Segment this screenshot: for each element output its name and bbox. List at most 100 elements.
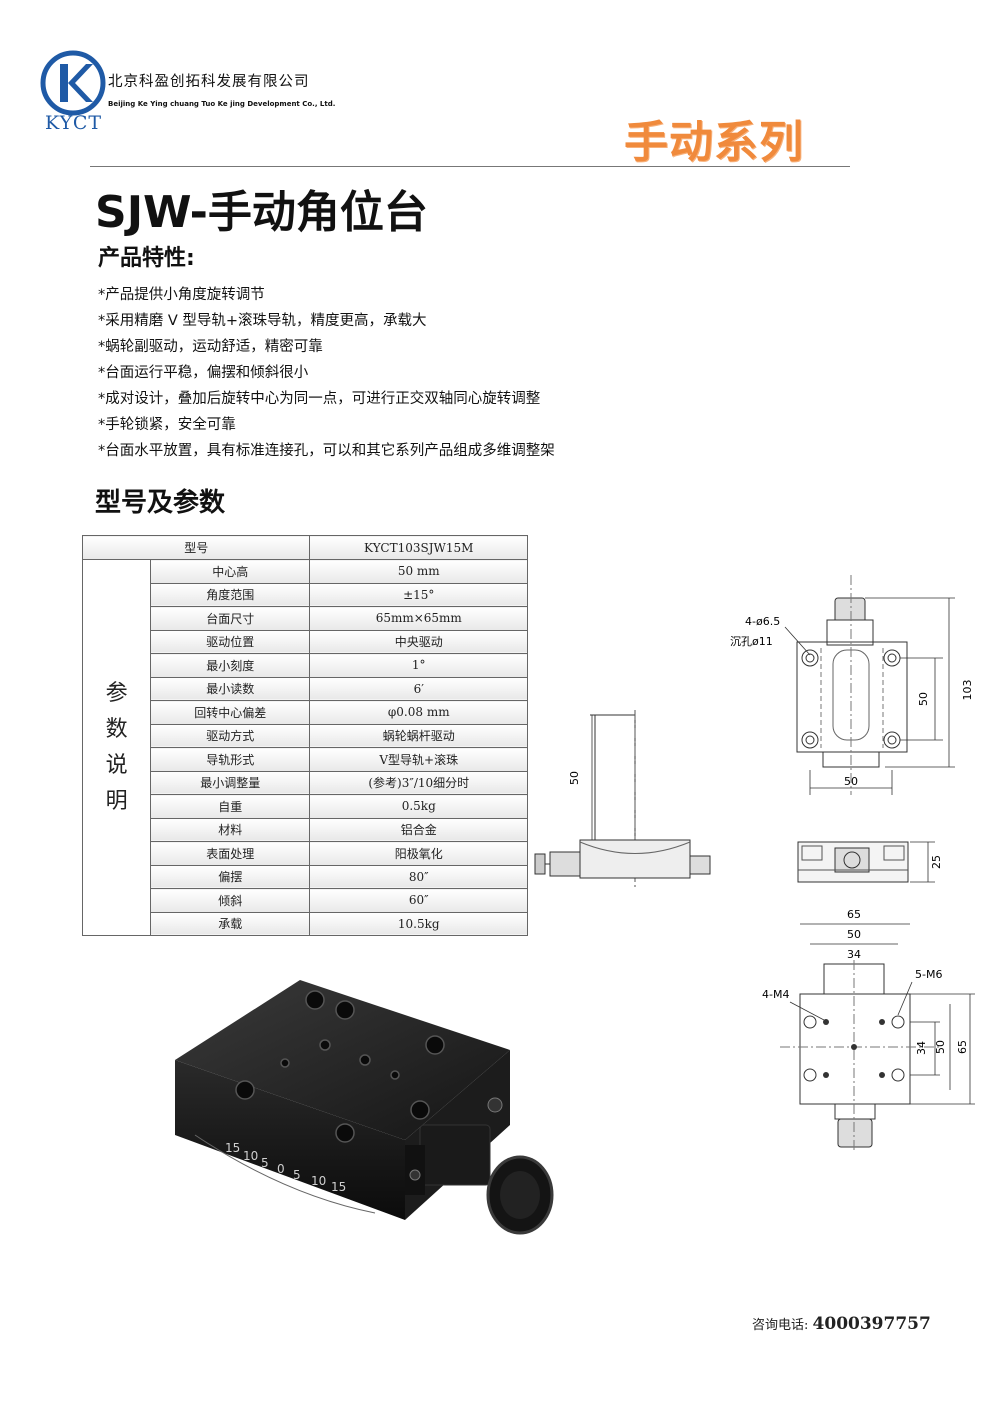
param-name: 最小读数 — [150, 676, 311, 701]
table-row: 最小调整量(参考)3″/10细分时 — [83, 770, 528, 795]
bottom-view-drawing: 65 50 34 5-M6 4-M4 34 50 65 — [762, 908, 975, 1152]
param-name: 偏摆 — [150, 864, 311, 889]
bottom-dim-34: 34 — [847, 948, 861, 961]
scale-label: 10 — [311, 1174, 326, 1188]
param-name: 导轨形式 — [150, 747, 311, 772]
param-name: 中心高 — [150, 559, 311, 584]
param-value: 65mm×65mm — [309, 606, 528, 631]
top-dim-outer: 103 — [961, 680, 974, 701]
param-name: 材料 — [150, 817, 311, 842]
param-value: 阳极氧化 — [309, 841, 528, 866]
product-photo: 15 10 5 0 5 10 15 — [175, 980, 554, 1235]
param-name: 驱动位置 — [150, 629, 311, 654]
front-dim-height: 25 — [930, 855, 943, 869]
logo-text: KYCT — [45, 112, 103, 134]
side-label: 参 数 说 明 — [81, 559, 152, 936]
contact-phone: 咨询电话: 4000397757 — [752, 1314, 931, 1334]
table-row: 驱动方式蜗轮蜗杆驱动 — [83, 723, 528, 748]
param-value: 50 mm — [309, 559, 528, 584]
param-value: 蜗轮蜗杆驱动 — [309, 723, 528, 748]
param-value: 60″ — [309, 888, 528, 913]
bottom-dim-65: 65 — [847, 908, 861, 921]
table-row: 参 数 说 明 中心高 50 mm — [81, 559, 528, 936]
param-value: 80″ — [309, 864, 528, 889]
top-dim-inner: 50 — [917, 692, 930, 706]
table-row: 材料铝合金 — [83, 817, 528, 842]
param-name: 台面尺寸 — [150, 606, 311, 631]
param-value: V型导轨+滚珠 — [309, 747, 528, 772]
feature-list: *产品提供小角度旋转调节 *采用精磨 V 型导轨+滚珠导轨，精度更高，承载大 *… — [98, 282, 555, 464]
series-title: 手动系列 — [624, 117, 804, 168]
header-divider — [90, 166, 850, 167]
param-name: 最小调整量 — [150, 770, 311, 795]
scale-label: 5 — [293, 1168, 301, 1182]
param-name: 回转中心偏差 — [150, 700, 311, 725]
params-heading: 型号及参数 — [95, 488, 226, 518]
param-value: (参考)3″/10细分时 — [309, 770, 528, 795]
side-view-drawing: 50 — [534, 710, 711, 890]
param-value: φ0.08 mm — [309, 700, 528, 725]
bottom-dim-50: 50 — [847, 928, 861, 941]
feature-item: *手轮锁紧，安全可靠 — [98, 417, 236, 433]
hole-label-2: 沉孔ø11 — [730, 635, 773, 648]
company-name-cn: 北京科盈创拓科发展有限公司 — [108, 74, 310, 90]
param-value: 0.5kg — [309, 794, 528, 819]
feature-item: *采用精磨 V 型导轨+滚珠导轨，精度更高，承载大 — [98, 313, 427, 329]
param-value: 10.5kg — [309, 911, 528, 936]
page-title: SJW-手动角位台 — [95, 187, 428, 238]
feature-item: *成对设计，叠加后旋转中心为同一点，可进行正交双轴同心旋转调整 — [98, 391, 541, 407]
feature-item: *产品提供小角度旋转调节 — [98, 287, 265, 303]
scale-label: 15 — [331, 1180, 346, 1194]
hole-label-1: 4-ø6.5 — [745, 615, 780, 628]
param-value: ±15° — [309, 582, 528, 607]
param-value: 铝合金 — [309, 817, 528, 842]
top-dim-width: 50 — [844, 775, 858, 788]
feature-item: *台面水平放置，具有标准连接孔，可以和其它系列产品组成多维调整架 — [98, 443, 555, 459]
table-header-label: 型号 — [81, 535, 311, 560]
table-header-value: KYCT103SJW15M — [309, 535, 528, 560]
table-header-row: 型号 KYCT103SJW15M — [81, 535, 528, 560]
front-view-drawing: 25 — [797, 841, 943, 883]
kyct-logo-icon — [40, 50, 106, 116]
company-name-en: Beijing Ke Ying chuang Tuo Ke jing Devel… — [108, 100, 336, 108]
param-name: 角度范围 — [150, 582, 311, 607]
param-name: 最小刻度 — [150, 653, 311, 678]
scale-label: 10 — [243, 1149, 258, 1163]
table-row: 角度范围±15° — [83, 582, 528, 607]
param-value: 中央驱动 — [309, 629, 528, 654]
feature-item: *蜗轮副驱动，运动舒适，精密可靠 — [98, 339, 323, 355]
spec-table: 型号 KYCT103SJW15M 参 数 说 明 中心高 50 mm 角度范围±… — [81, 535, 528, 936]
feature-item: *台面运行平稳，偏摆和倾斜很小 — [98, 365, 309, 381]
bottom-v50: 50 — [934, 1040, 947, 1054]
scale-label: 15 — [225, 1141, 240, 1155]
m4-label: 4-M4 — [762, 988, 789, 1001]
param-value: 6′ — [309, 676, 528, 701]
bottom-v34: 34 — [915, 1041, 928, 1055]
param-name: 倾斜 — [150, 888, 311, 913]
features-heading: 产品特性: — [98, 246, 195, 271]
top-view-drawing: 4-ø6.5 沉孔ø11 50 50 103 — [730, 575, 974, 795]
param-name: 驱动方式 — [150, 723, 311, 748]
side-dim-50: 50 — [568, 771, 581, 785]
table-row: 表面处理阳极氧化 — [83, 841, 528, 866]
bottom-v65: 65 — [956, 1040, 969, 1054]
phone-number: 4000397757 — [812, 1314, 931, 1334]
table-row: 驱动位置中央驱动 — [83, 629, 528, 654]
phone-label: 咨询电话: — [752, 1318, 809, 1333]
scale-label: 0 — [277, 1162, 285, 1176]
param-name: 表面处理 — [150, 841, 311, 866]
scale-labels: 15 10 5 0 5 10 15 — [225, 1141, 346, 1194]
scale-label: 5 — [261, 1156, 269, 1170]
param-value: 1° — [309, 653, 528, 678]
m6-label: 5-M6 — [915, 968, 942, 981]
param-name: 承载 — [150, 911, 311, 936]
param-name: 自重 — [150, 794, 311, 819]
